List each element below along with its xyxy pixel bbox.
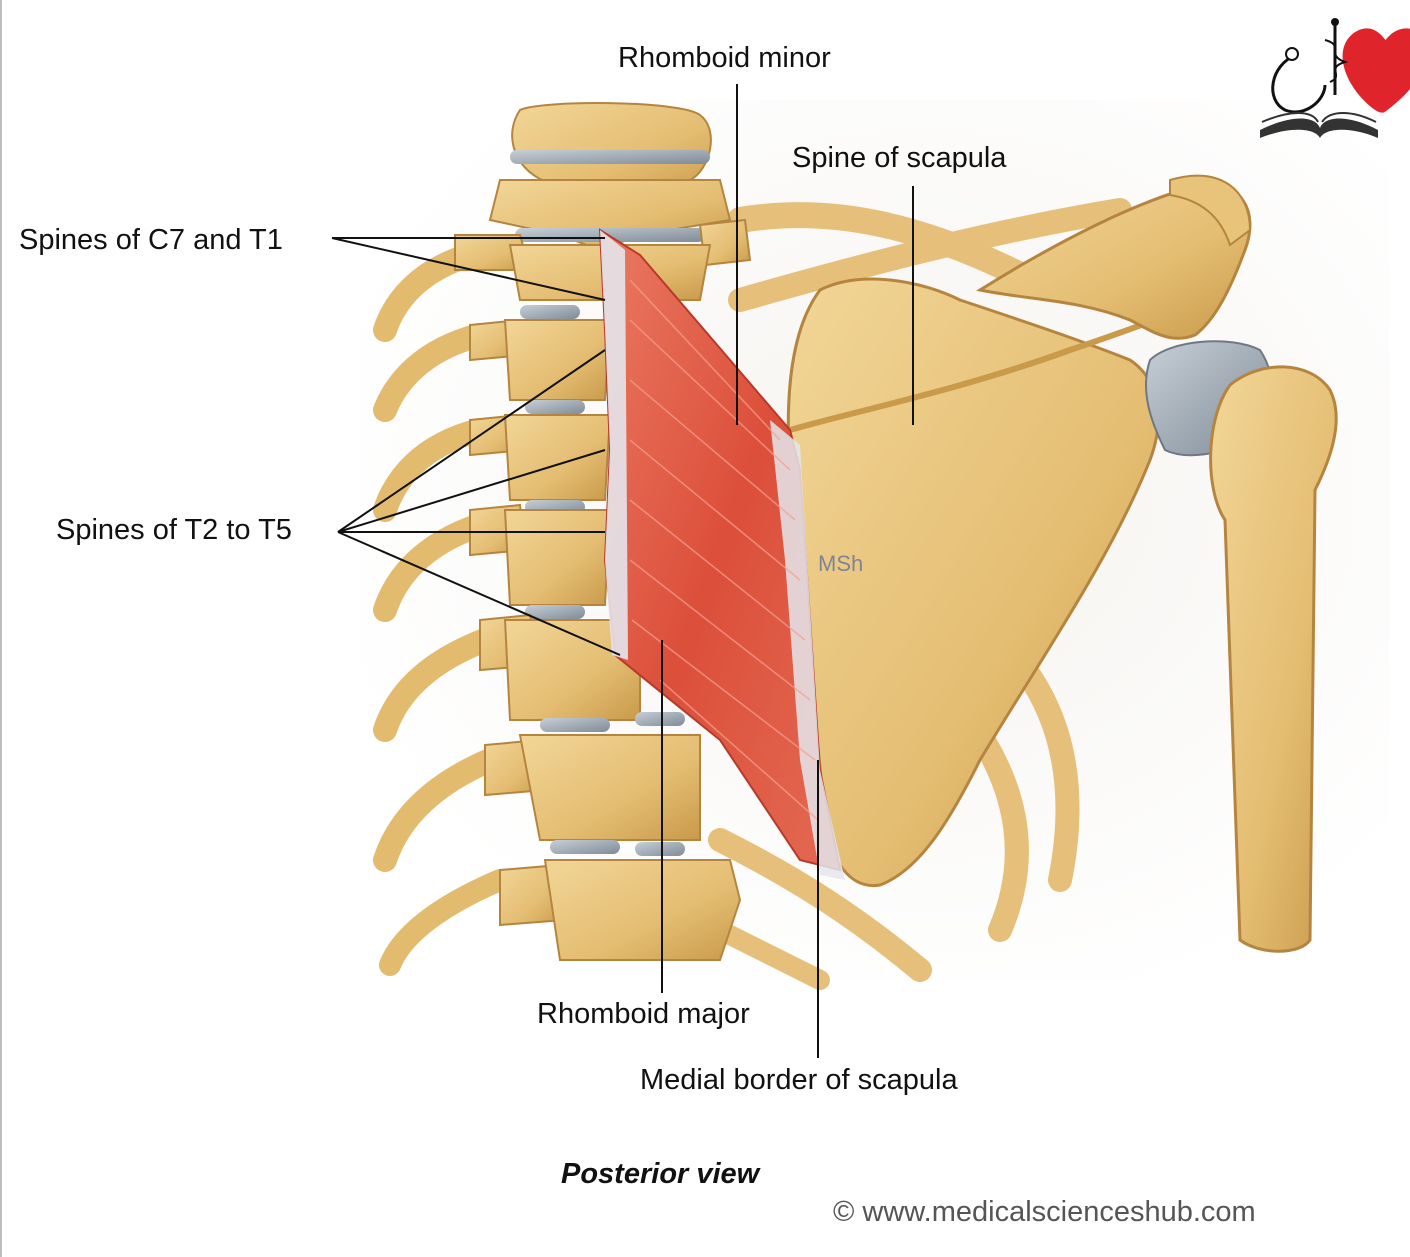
- scapula: [786, 174, 1252, 888]
- copyright-text: © www.medicalscienceshub.com: [833, 1196, 1256, 1228]
- watermark-msh: MSh: [818, 551, 864, 576]
- leader-t3: [337, 449, 606, 533]
- leader-t5: [337, 531, 621, 656]
- vertebral-column: [454, 102, 752, 961]
- leader-lines: [331, 84, 914, 1058]
- figure-caption: Posterior view: [561, 1158, 760, 1190]
- leader-t1: [331, 237, 606, 301]
- label-spines-c7-t1: Spines of C7 and T1: [19, 224, 283, 256]
- label-rhomboid-major: Rhomboid major: [537, 998, 750, 1030]
- page-edge-line: [0, 0, 2, 1257]
- label-spines-t2-t5: Spines of T2 to T5: [56, 514, 292, 546]
- leader-t2: [337, 349, 606, 533]
- label-spine-of-scapula: Spine of scapula: [792, 142, 1007, 174]
- heart-stethoscope-book-logo: [1260, 18, 1410, 138]
- label-rhomboid-minor: Rhomboid minor: [618, 42, 831, 74]
- label-medial-border-of-scapula: Medial border of scapula: [640, 1064, 958, 1096]
- ribs-left: [373, 243, 511, 976]
- humerus: [1144, 340, 1338, 953]
- rhomboid-muscles: [598, 228, 845, 880]
